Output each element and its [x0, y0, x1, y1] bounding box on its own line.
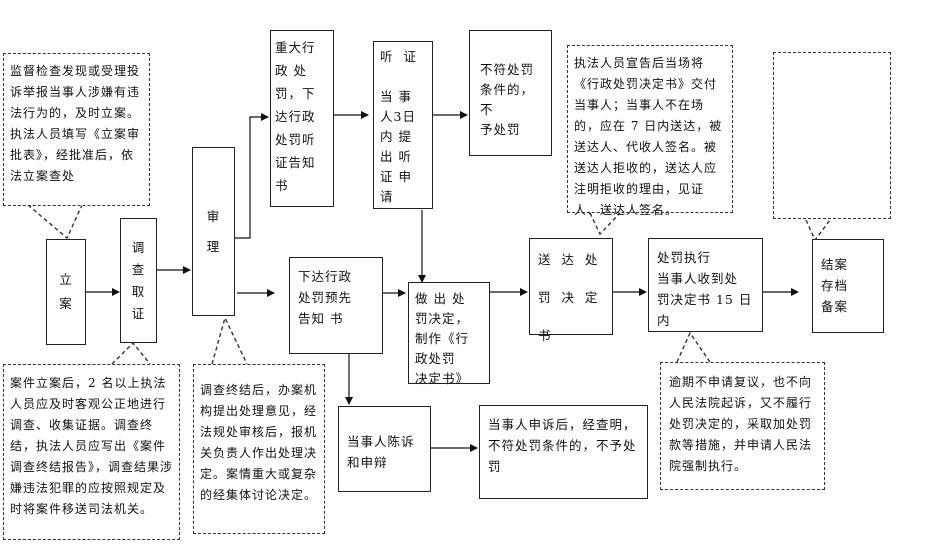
pointer-anjian [111, 341, 151, 365]
arrow-shenli-up [232, 113, 269, 239]
step-songda-label: 送 达 处 罚 决 定 书 [538, 252, 599, 343]
step-diaocha: 调 查 取 证 [120, 218, 157, 343]
step-lian: 立 案 [46, 239, 86, 345]
step-xiada-notice-label: 下达行政 处罚预先 告知 书 [298, 269, 353, 326]
pointer-jiean [805, 219, 831, 242]
step-tingzheng: 听 证 当 事 人3日 内 提 出 听 证 申 请 [373, 41, 433, 209]
step-lian-label: 立 案 [59, 272, 73, 311]
step-jiean-label: 结案 存档 备案 [821, 257, 849, 314]
step-bufuhe-top: 不符处罚 条件的，不 予处罚 [469, 30, 552, 156]
step-zhixing: 处罚执行 当事人收到处 罚决定书 15 日 内 [648, 238, 763, 332]
step-zhongda-notice: 重大行 政 处 罚，下 达行政 处罚听 证告知 书 [270, 30, 334, 207]
step-jiean: 结案 存档 备案 [812, 239, 884, 333]
note-jiandu: 监督检查发现或受理投诉举报当事人涉嫌有违法行为的，及时立案。执法人员填写《立案审… [3, 53, 150, 206]
step-diaocha-label: 调 查 取 证 [131, 239, 146, 321]
step-zuochu-label: 做 出 处 罚决定， 制作《行 政处罚 决定书》 [415, 291, 470, 386]
note-anjian: 案件立案后，2 名以上执法人员应及时客观公正地进行调查、收集证据。调查终结，执法… [3, 364, 180, 540]
step-chenshu-label: 当事人陈诉 和申辩 [347, 434, 415, 470]
step-zhongda-notice-label: 重大行 政 处 罚，下 达行政 处罚听 证告知 书 [275, 40, 316, 193]
step-chenshu: 当事人陈诉 和申辩 [338, 406, 431, 492]
step-zhixing-label: 处罚执行 当事人收到处 罚决定书 15 日 内 [657, 250, 753, 328]
step-bufuhe-top-label: 不符处罚 条件的，不 予处罚 [480, 62, 535, 137]
step-shenli-label: 审 理 [206, 208, 221, 254]
pointer-yuqi [676, 331, 711, 363]
note-xuangao-text: 执法人员宣告后当场将《行政处罚决定书》交付当事人；当事人不在场的，应在 7 日内… [574, 56, 723, 217]
step-xiada-notice: 下达行政 处罚预先 告知 书 [289, 257, 383, 354]
note-jiandu-text: 监督检查发现或受理投诉举报当事人涉嫌有违法行为的，及时立案。执法人员填写《立案审… [10, 64, 141, 183]
step-shensu: 当事人申诉后，经查明， 不符处罚条件的，不予处 罚 [479, 405, 648, 499]
step-zuochu: 做 出 处 罚决定， 制作《行 政处罚 决定书》 [408, 282, 490, 386]
note-yuqi: 逾期不申请复议，也不向人民法院起诉，又不履行处罚决定的，采取加处罚款等措施，并申… [660, 362, 825, 490]
note-jiean [773, 52, 891, 219]
note-yuqi-text: 逾期不申请复议，也不向人民法院起诉，又不履行处罚决定的，采取加处罚款等措施，并申… [669, 375, 813, 473]
pointer-diaochazhongjie [211, 316, 248, 365]
note-xuangao: 执法人员宣告后当场将《行政处罚决定书》交付当事人；当事人不在场的，应在 7 日内… [567, 45, 733, 217]
step-tingzheng-label: 听 证 当 事 人3日 内 提 出 听 证 申 请 [380, 49, 417, 204]
pointer-jiandu [27, 204, 83, 240]
step-shenli: 审 理 [192, 147, 235, 316]
note-anjian-text: 案件立案后，2 名以上执法人员应及时客观公正地进行调查、收集证据。调查终结，执法… [10, 376, 174, 516]
step-shensu-label: 当事人申诉后，经查明， 不符处罚条件的，不予处 罚 [488, 417, 637, 474]
note-diaochazhongjie: 调查终结后，办案机构提出处理意见，经法规处审核后，报机关负责人作出处理决定。案情… [193, 364, 325, 534]
note-diaochazhongjie-text: 调查终结后，办案机构提出处理意见，经法规处审核后，报机关负责人作出处理决定。案情… [200, 383, 318, 502]
step-songda: 送 达 处 罚 决 定 书 [529, 238, 613, 343]
